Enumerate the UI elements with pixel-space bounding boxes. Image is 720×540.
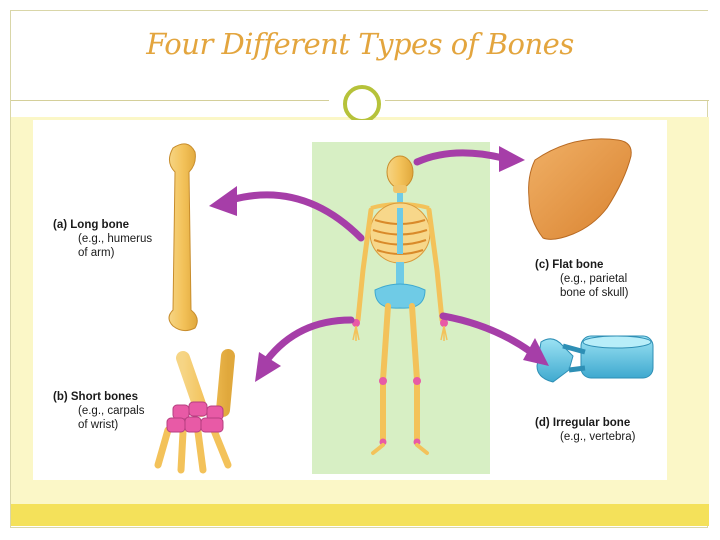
- label-long-bone-example: (e.g., humerus: [78, 233, 153, 245]
- label-long-bone: (a) Long bone (e.g., humerus of arm): [53, 218, 152, 260]
- label-short-bones-example: (e.g., carpals: [78, 405, 145, 417]
- label-irregular-bone: (d) Irregular bone (e.g., vertebra): [535, 416, 635, 444]
- bottom-band: [11, 504, 709, 526]
- flat-bone-illustration: [528, 138, 632, 240]
- label-short-bones-letter: (b): [53, 391, 68, 403]
- slide-title: Four Different Types of Bones: [146, 27, 574, 61]
- label-short-bones-name: Short bones: [70, 391, 138, 403]
- label-long-bone-name: Long bone: [70, 219, 130, 231]
- label-flat-bone-example: (e.g., parietal: [560, 273, 628, 285]
- label-flat-bone-name: Flat bone: [552, 259, 604, 271]
- label-irregular-bone-name: Irregular bone: [552, 417, 631, 429]
- bone-types-diagram: (a) Long bone (e.g., humerus of arm) (b)…: [33, 120, 667, 480]
- label-short-bones-example-2: of wrist): [78, 419, 119, 431]
- short-bones-illustration: [154, 349, 235, 474]
- long-bone-illustration: [168, 143, 198, 332]
- diagram-illustration: [154, 138, 654, 474]
- label-irregular-bone-letter: (d): [535, 417, 550, 429]
- title-divider-right: [385, 100, 709, 101]
- title-divider-left: [11, 100, 329, 101]
- label-flat-bone-letter: (c): [535, 259, 550, 271]
- label-long-bone-example-2: of arm): [78, 247, 115, 259]
- label-flat-bone: (c) Flat bone (e.g., parietal bone of sk…: [535, 258, 628, 300]
- label-long-bone-letter: (a): [53, 219, 68, 231]
- connector-arrows: [227, 149, 535, 364]
- label-irregular-bone-example: (e.g., vertebra): [560, 431, 636, 443]
- irregular-bone-illustration: [536, 335, 654, 383]
- skeleton-figure: [352, 155, 448, 455]
- label-short-bones: (b) Short bones (e.g., carpals of wrist): [53, 390, 144, 432]
- label-flat-bone-example-2: bone of skull): [560, 287, 629, 299]
- decorative-ring-icon: [343, 85, 381, 123]
- arrowheads: [209, 146, 549, 382]
